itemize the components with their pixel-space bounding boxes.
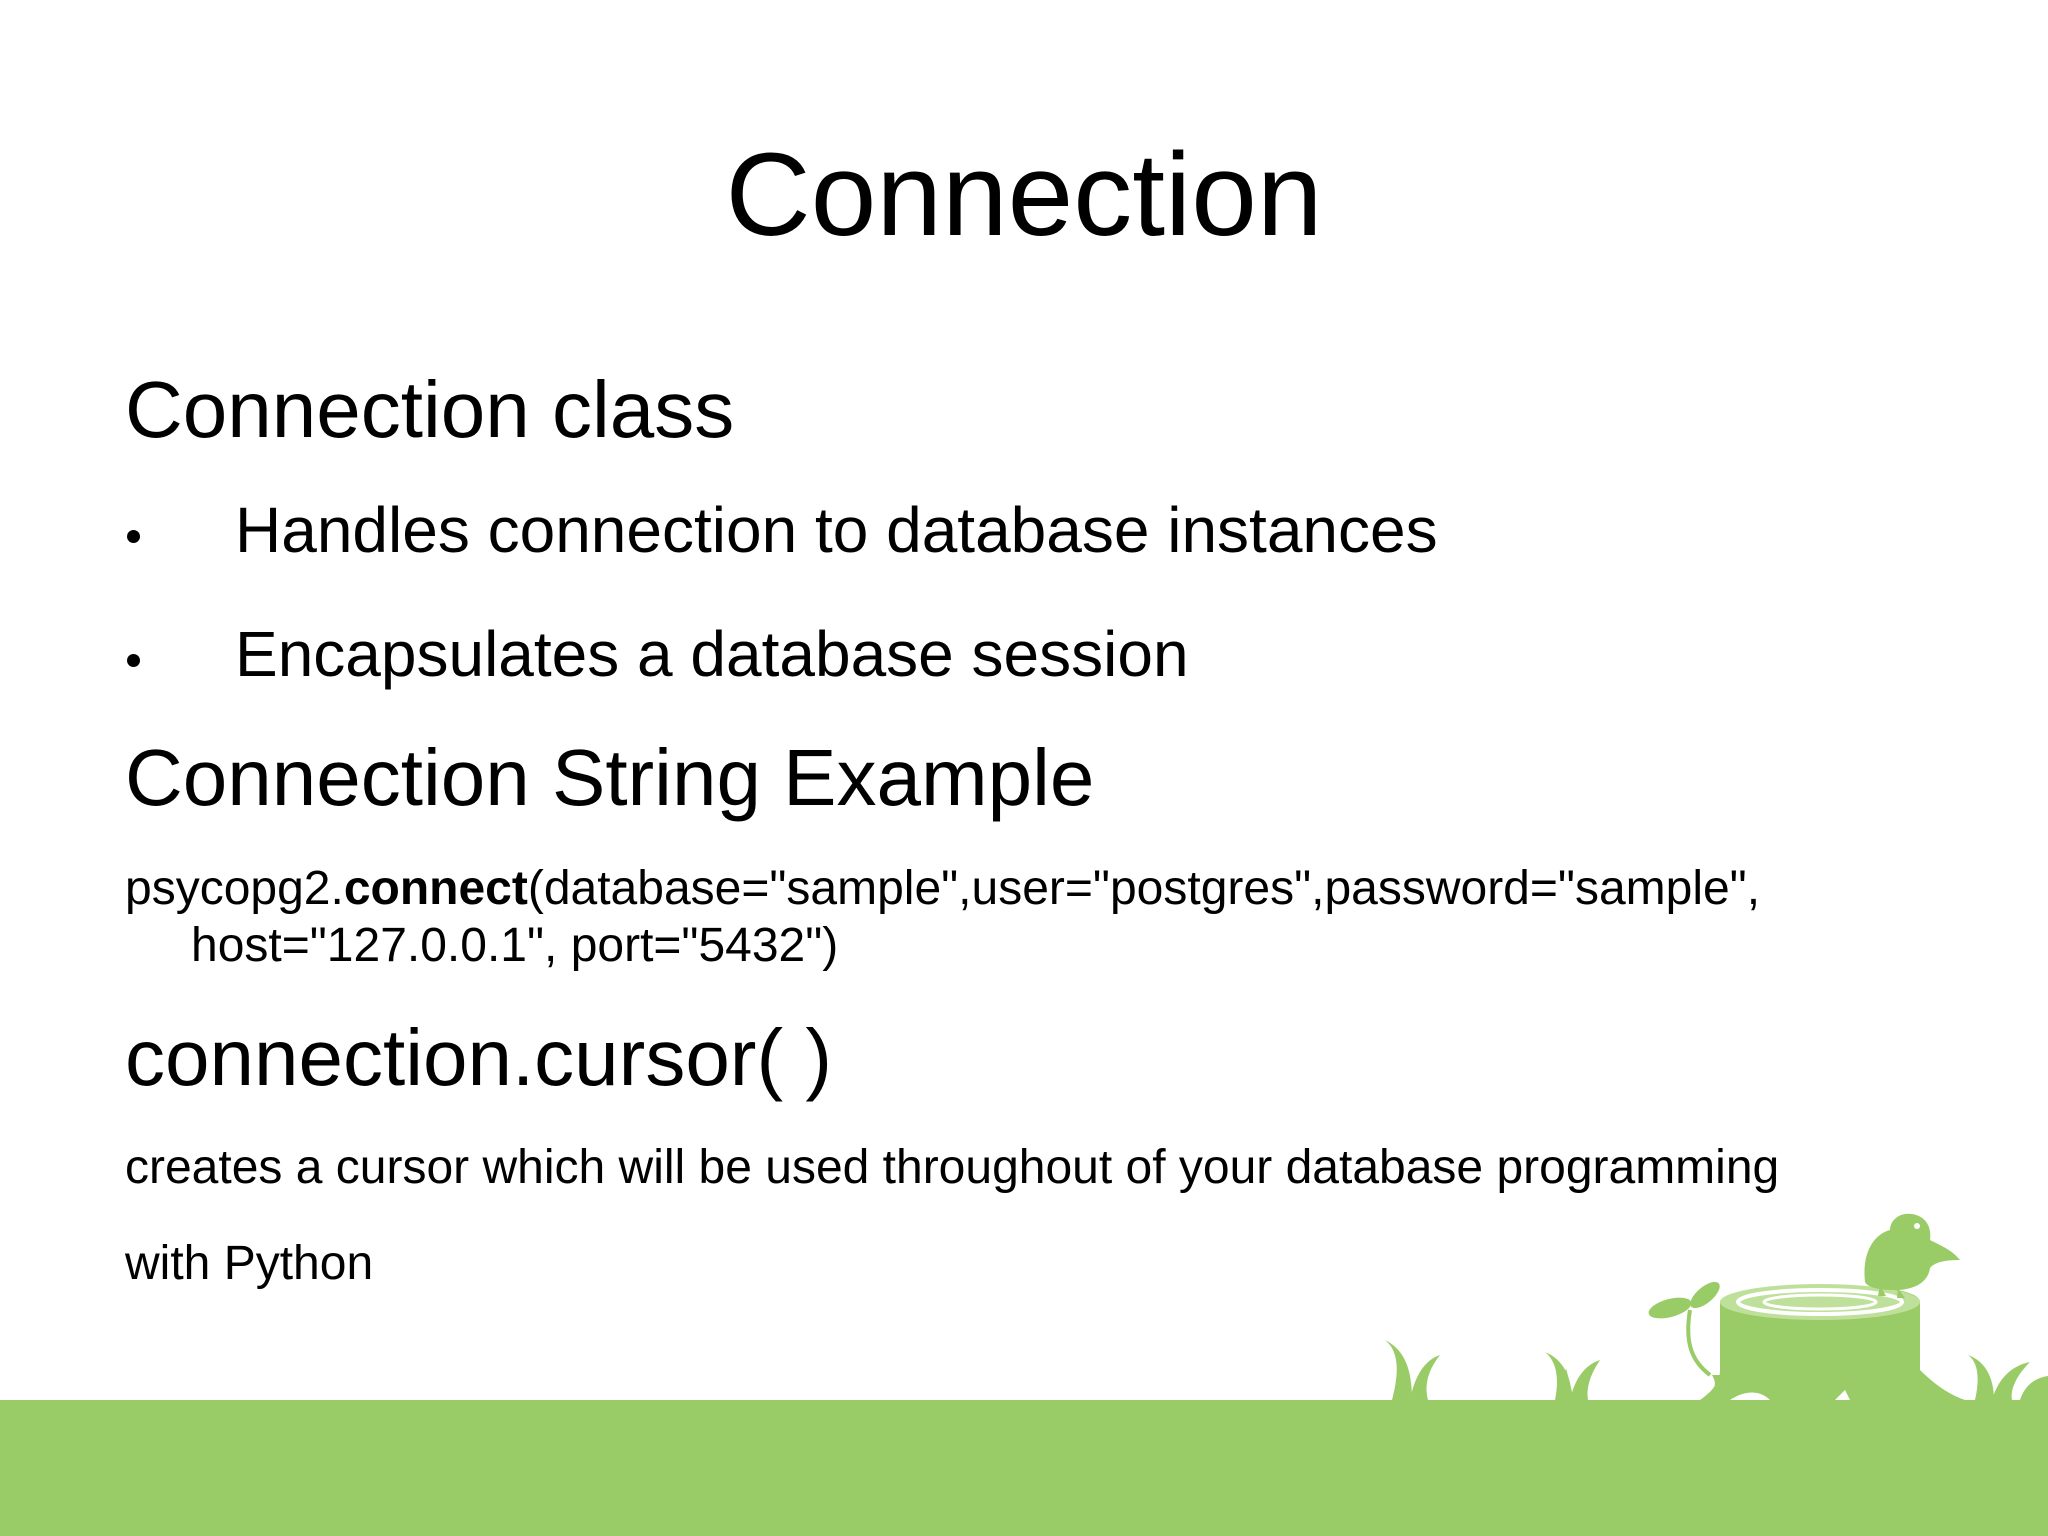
connection-string-code: psycopg2.connect(database="sample",user=… [125,860,1985,974]
code-function: connect [343,862,528,915]
tree-stump-icon [1700,1284,1965,1400]
cursor-description-line2: with Python [125,1237,374,1290]
grass-tuft-icon [1968,1355,2048,1400]
heading-connection-class: Connection class [125,365,735,454]
code-args-line2: host="127.0.0.1", port="5432") [191,919,839,972]
heading-connection-string: Connection String Example [125,733,1095,822]
code-module: psycopg2. [125,862,344,915]
bullet-text: Handles connection to database instances [235,494,1438,566]
ground-band [0,1400,2048,1536]
grass-stump-bird-decoration [1385,1213,2048,1400]
bullet-dot-icon [127,530,140,543]
heading-cursor: connection.cursor( ) [125,1013,832,1102]
slide-title: Connection [725,129,1323,261]
code-args-line1: (database="sample",user="postgres",passw… [527,862,1761,915]
grass-tuft-icon [1385,1340,1440,1400]
bird-icon [1864,1213,1960,1298]
grass-tuft-icon [1545,1352,1600,1400]
bullet-dot-icon [127,654,140,667]
cursor-description-line1: creates a cursor which will be used thro… [125,1141,1780,1194]
sprout-icon [1648,1281,1720,1377]
bullet-text: Encapsulates a database session [235,618,1189,690]
